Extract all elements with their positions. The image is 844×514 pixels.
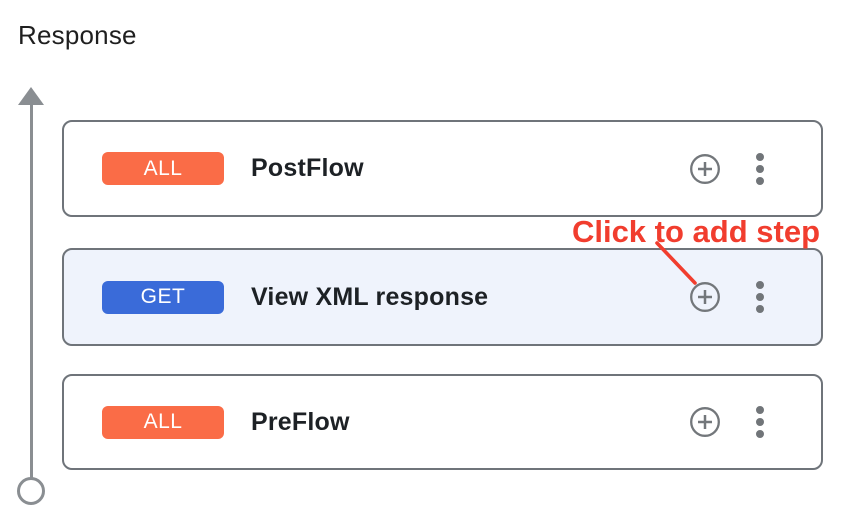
add-circle-icon — [690, 282, 720, 312]
more-options-button[interactable] — [754, 151, 766, 187]
add-circle-icon — [690, 153, 720, 184]
flow-name: View XML response — [251, 282, 489, 311]
verb-badge: GET — [102, 280, 224, 314]
annotation-arrow-line — [655, 241, 697, 285]
arrow-up-icon — [18, 87, 44, 105]
kebab-menu-icon — [756, 281, 764, 289]
more-options-button[interactable] — [754, 279, 766, 315]
add-step-button[interactable] — [689, 281, 721, 313]
kebab-menu-icon — [756, 406, 764, 414]
flow-name: PostFlow — [251, 154, 364, 182]
circle-terminal-icon — [17, 477, 45, 505]
flow-name: PreFlow — [251, 407, 350, 436]
add-circle-icon — [690, 407, 720, 437]
flow-card-preflow[interactable]: ALL PreFlow — [62, 374, 823, 470]
page-title: Response — [18, 20, 137, 50]
verb-badge: ALL — [102, 152, 224, 185]
add-step-button[interactable] — [689, 406, 721, 438]
kebab-menu-icon — [756, 152, 764, 161]
add-step-button[interactable] — [689, 153, 721, 185]
flow-card-view-xml-response[interactable]: GET View XML response — [62, 248, 823, 346]
verb-badge: ALL — [102, 405, 224, 439]
flow-direction-line — [30, 103, 33, 478]
more-options-button[interactable] — [754, 404, 766, 440]
annotation-label: Click to add step — [571, 214, 820, 249]
flow-card-postflow[interactable]: ALL PostFlow — [62, 120, 823, 217]
